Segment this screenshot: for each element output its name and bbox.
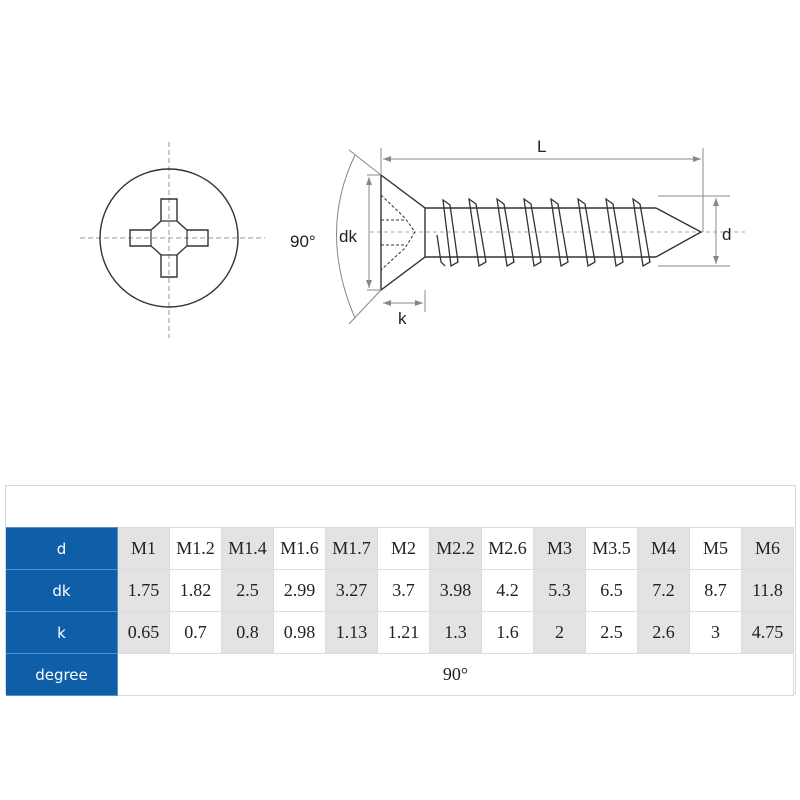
- degree-value-cell: 90°: [117, 653, 794, 696]
- row-header-dk: dk: [6, 569, 118, 612]
- row-header-k: k: [6, 611, 118, 654]
- table-cell: 1.75: [117, 569, 170, 612]
- table-cell: M5: [689, 527, 742, 570]
- table-cell: 11.8: [741, 569, 794, 612]
- table-cell: M1.4: [221, 527, 274, 570]
- table-row-k: k 0.65 0.7 0.8 0.98 1.13 1.21 1.3 1.6 2 …: [6, 611, 794, 654]
- table-cell: M1.6: [273, 527, 326, 570]
- table-cell: 2.6: [637, 611, 690, 654]
- screw-spec-table: d M1 M1.2 M1.4 M1.6 M1.7 M2 M2.2 M2.6 M3…: [6, 527, 794, 696]
- table-cell: 2.99: [273, 569, 326, 612]
- dimension-labels: L dk k d 90°: [290, 137, 731, 328]
- table-cell: 0.98: [273, 611, 326, 654]
- row-header-degree: degree: [6, 653, 118, 696]
- table-cell: 3.27: [325, 569, 378, 612]
- table-cell: 1.21: [377, 611, 430, 654]
- table-cell: 0.8: [221, 611, 274, 654]
- screw-side-view: [370, 173, 745, 292]
- table-cell: 8.7: [689, 569, 742, 612]
- table-cell: 2.5: [585, 611, 638, 654]
- table-cell: M4: [637, 527, 690, 570]
- table-cell: 3.98: [429, 569, 482, 612]
- table-cell: M2.2: [429, 527, 482, 570]
- table-row-dk: dk 1.75 1.82 2.5 2.99 3.27 3.7 3.98 4.2 …: [6, 569, 794, 612]
- thread-diameter-label: d: [722, 225, 731, 244]
- table-cell: M3.5: [585, 527, 638, 570]
- length-label: L: [537, 137, 546, 156]
- dimension-lines: [336, 148, 730, 325]
- table-cell: 0.65: [117, 611, 170, 654]
- phillips-head-top-view: [80, 142, 265, 338]
- table-cell: 7.2: [637, 569, 690, 612]
- table-cell: 2: [533, 611, 586, 654]
- table-cell: M2.6: [481, 527, 534, 570]
- table-cell: M6: [741, 527, 794, 570]
- table-cell: 3.7: [377, 569, 430, 612]
- table-cell: 1.82: [169, 569, 222, 612]
- table-cell: 5.3: [533, 569, 586, 612]
- table-cell: M1.2: [169, 527, 222, 570]
- table-cell: 0.7: [169, 611, 222, 654]
- table-row-degree: degree 90°: [6, 653, 794, 696]
- screw-technical-drawing: L dk k d 90°: [80, 137, 745, 338]
- table-cell: M1: [117, 527, 170, 570]
- table-cell: 1.3: [429, 611, 482, 654]
- table-cell: M1.7: [325, 527, 378, 570]
- table-cell: 4.2: [481, 569, 534, 612]
- row-header-d: d: [6, 527, 118, 570]
- table-cell: M3: [533, 527, 586, 570]
- angle-label: 90°: [290, 232, 316, 251]
- table-cell: 6.5: [585, 569, 638, 612]
- table-cell: 1.13: [325, 611, 378, 654]
- table-cell: 4.75: [741, 611, 794, 654]
- head-diameter-label: dk: [339, 227, 357, 246]
- table-cell: 1.6: [481, 611, 534, 654]
- table-cell: M2: [377, 527, 430, 570]
- table-cell: 2.5: [221, 569, 274, 612]
- head-height-label: k: [398, 309, 407, 328]
- table-row-d: d M1 M1.2 M1.4 M1.6 M1.7 M2 M2.2 M2.6 M3…: [6, 527, 794, 570]
- table-cell: 3: [689, 611, 742, 654]
